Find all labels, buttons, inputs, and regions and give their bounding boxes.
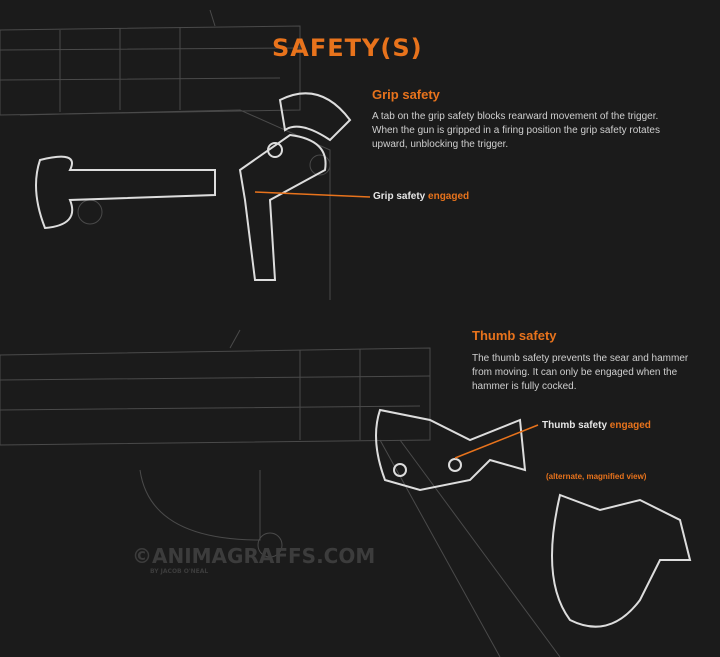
trigger-bow-outline <box>35 155 216 230</box>
thumb-safety-outline <box>375 408 527 492</box>
magnified-thumb-safety-outline <box>551 493 692 628</box>
grip-safety-label-name: Grip safety <box>373 191 426 202</box>
grip-safety-label-state: engaged <box>428 191 470 202</box>
magnified-view-note: (alternate, magnified view) <box>546 472 647 481</box>
grip-safety-outline <box>238 133 327 281</box>
page-title: SAFETY(S) <box>272 34 423 62</box>
grip-safety-description: A tab on the grip safety blocks rearward… <box>372 111 660 150</box>
thumb-safety-label-state: engaged <box>609 420 651 431</box>
grip-safety-label: Grip safety engaged <box>373 191 469 202</box>
grip-safety-heading: Grip safety <box>372 87 440 102</box>
thumb-safety-heading: Thumb safety <box>472 328 557 343</box>
thumb-safety-pointer <box>454 424 539 459</box>
watermark-byline: BY JACOB O'NEAL <box>150 568 209 575</box>
bottom-pistol-slide <box>0 347 431 446</box>
thumb-safety-description: The thumb safety prevents the sear and h… <box>472 353 689 392</box>
thumb-safety-label-name: Thumb safety <box>542 420 608 431</box>
thumb-safety-label: Thumb safety engaged <box>542 420 651 431</box>
grip-safety-pointer <box>254 191 371 198</box>
top-pistol-slide <box>0 25 301 116</box>
watermark-site: ©ANIMAGRAFFS.COM <box>132 544 376 568</box>
